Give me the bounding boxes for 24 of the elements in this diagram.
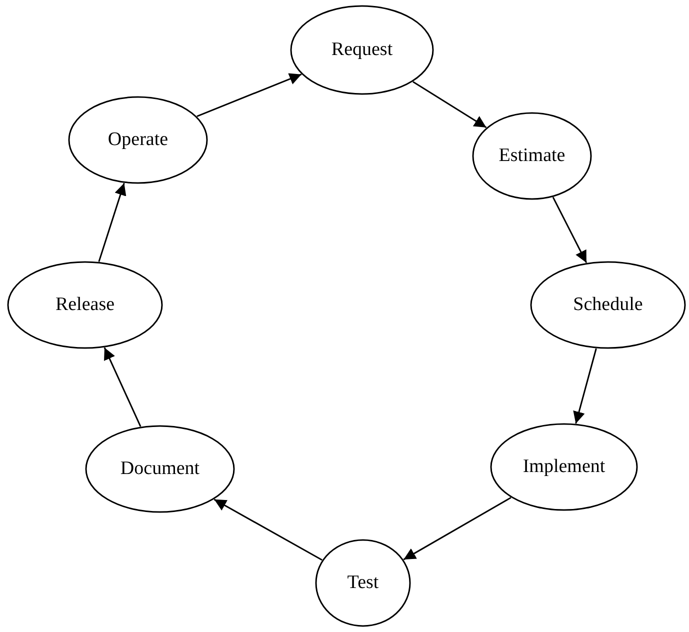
arrow: [214, 498, 322, 561]
node-label: Implement: [522, 456, 606, 478]
arrow: [196, 73, 302, 117]
arrow: [412, 81, 487, 128]
node-label: Operate: [106, 129, 170, 151]
node-label: Document: [119, 458, 201, 480]
node-label: Estimate: [498, 145, 566, 167]
node-label: Request: [330, 39, 394, 61]
process-ellipse: [315, 539, 411, 627]
process-ellipse: [490, 423, 638, 511]
node-label: Release: [54, 294, 116, 316]
arrow: [98, 182, 126, 262]
process-ellipse: [472, 112, 592, 200]
process-ellipse: [85, 425, 235, 513]
arrow: [403, 497, 512, 560]
process-ellipse: [290, 5, 434, 95]
process-ellipse: [7, 261, 163, 349]
node-label: Schedule: [572, 294, 644, 316]
arrow: [573, 348, 597, 424]
arrow: [104, 347, 142, 427]
process-ellipse: [530, 261, 686, 349]
node-label: Test: [346, 572, 380, 594]
process-ellipse: [68, 96, 208, 184]
arrow: [552, 196, 588, 264]
